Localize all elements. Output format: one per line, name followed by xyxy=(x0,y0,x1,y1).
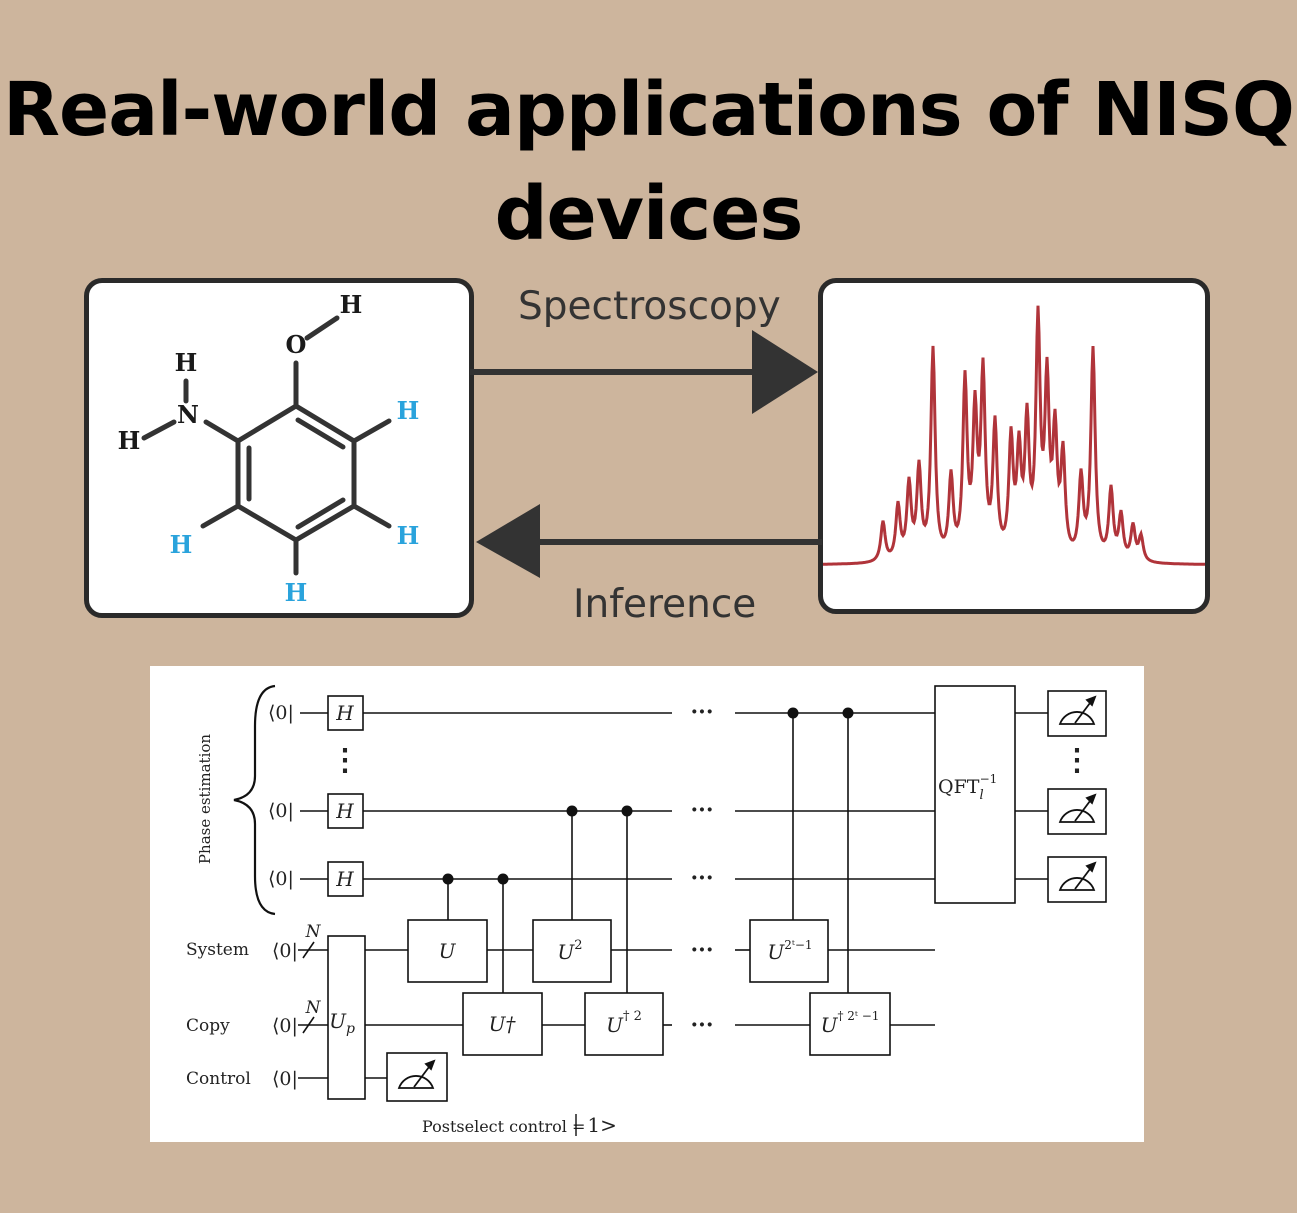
ket-system: ⟨0| xyxy=(272,940,298,962)
vdots-hadamard: ⋮ xyxy=(330,743,360,778)
ellipsis-3: ··· xyxy=(691,865,714,891)
ellipsis-2: ··· xyxy=(691,797,714,823)
postselect-label: Postselect control =1> xyxy=(422,1113,617,1137)
atom-h-ring-3: H xyxy=(285,578,308,607)
spectrum-panel xyxy=(818,278,1210,614)
measure-gate-1 xyxy=(1047,690,1107,737)
inference-label: Inference xyxy=(573,582,757,627)
qft-label: QFTl−1 xyxy=(938,772,997,803)
ket-2: ⟨0| xyxy=(268,800,294,822)
atom-h-hydroxyl: H xyxy=(340,290,363,319)
molecule-panel: H O H N H H H H H xyxy=(84,278,474,618)
ket-1: ⟨0| xyxy=(268,702,294,724)
page-title: Real-world applications of NISQ devices xyxy=(0,58,1297,266)
spectrum-plot xyxy=(823,305,1205,566)
u-dagger-gate xyxy=(462,992,543,1056)
system-label: System xyxy=(186,940,249,960)
u-dagger-squared-gate xyxy=(584,992,664,1056)
u-dagger-power-gate xyxy=(809,992,891,1056)
atom-h-ring-2: H xyxy=(397,521,420,550)
hadamard-gate-3 xyxy=(327,861,364,897)
u-label: U xyxy=(439,939,457,963)
phase-estimation-brace xyxy=(233,684,276,916)
spectroscopy-label: Spectroscopy xyxy=(518,284,781,329)
circuit-panel: Phase estimation System Copy Control ⟨0|… xyxy=(150,666,1144,1142)
n-label-copy: N xyxy=(305,998,322,1018)
atom-h-ring-1: H xyxy=(397,396,420,425)
flow-arrows xyxy=(470,330,822,578)
molecule-structure: H O H N H H H H H xyxy=(118,290,420,607)
vdots-measure: ⋮ xyxy=(1062,743,1092,778)
ellipsis-copy: ··· xyxy=(691,1012,714,1038)
measure-control-gate xyxy=(386,1052,448,1102)
atom-n: N xyxy=(177,400,199,429)
inference-arrowhead xyxy=(476,504,540,578)
hadamard-label-1: H xyxy=(335,701,354,725)
atom-o: O xyxy=(286,330,307,359)
copy-label: Copy xyxy=(186,1016,230,1036)
measure-gate-2 xyxy=(1047,788,1107,835)
title-line-1: Real-world applications of NISQ xyxy=(3,67,1295,153)
spectrum-line xyxy=(823,305,1205,566)
phase-estimation-label: Phase estimation xyxy=(196,734,214,864)
hadamard-label-2: H xyxy=(335,799,354,823)
spectroscopy-arrowhead xyxy=(752,330,818,414)
atom-h-ring-4: H xyxy=(170,530,193,559)
measure-gate-3 xyxy=(1047,856,1107,903)
u-power-gate xyxy=(749,919,829,983)
up-gate xyxy=(327,935,366,1100)
circuit-diagram: Phase estimation System Copy Control ⟨0|… xyxy=(186,684,1107,1137)
u-gate xyxy=(407,919,488,983)
ket-3: ⟨0| xyxy=(268,868,294,890)
atom-h-amine-left: H xyxy=(118,426,141,455)
ellipsis-1: ··· xyxy=(691,699,714,725)
u-squared-gate xyxy=(532,919,612,983)
up-label: Up xyxy=(329,1009,355,1037)
control-label: Control xyxy=(186,1069,251,1089)
qft-gate xyxy=(934,685,1016,904)
u-dagger-squared-label: U† 2 xyxy=(606,1009,642,1037)
n-label-system: N xyxy=(305,922,322,942)
atom-h-amine-top: H xyxy=(175,348,198,377)
hadamard-label-3: H xyxy=(335,867,354,891)
hadamard-gate-2 xyxy=(327,793,364,829)
hadamard-gate-1 xyxy=(327,695,364,731)
ket-copy: ⟨0| xyxy=(272,1015,298,1037)
ket-control: ⟨0| xyxy=(272,1068,298,1090)
title-line-2: devices xyxy=(494,171,804,257)
u-power-label: U2ᵗ−1 xyxy=(767,938,812,964)
ellipsis-system: ··· xyxy=(691,937,714,963)
u-dagger-power-label: U† 2ᵗ −1 xyxy=(821,1009,880,1037)
u-squared-label: U2 xyxy=(557,938,582,964)
u-dagger-label: U† xyxy=(489,1012,517,1036)
